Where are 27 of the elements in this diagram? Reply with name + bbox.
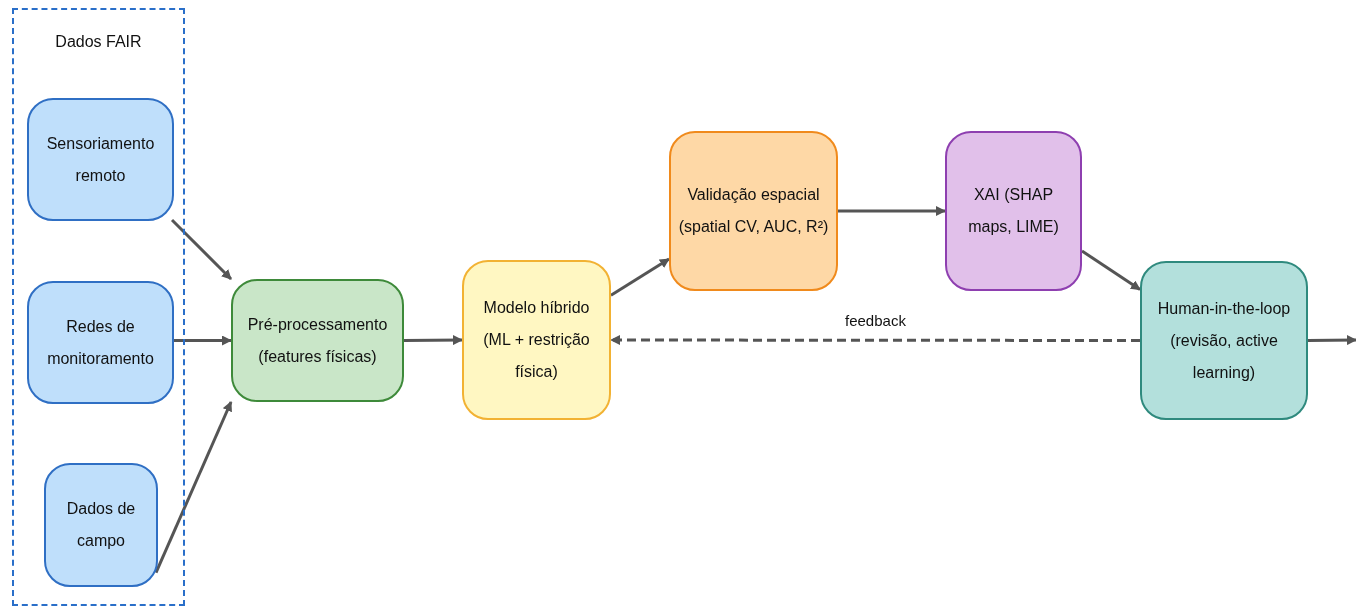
box-label: Redes de monitoramento [46,316,155,369]
arrow [404,335,463,346]
process-box [945,131,1082,291]
process-box [44,463,158,587]
group-title: Dados FAIR [54,32,143,52]
arrow [1081,249,1141,291]
group-frame [12,8,185,606]
arrow [838,206,946,216]
box-label: Sensoriamento remoto [45,133,156,186]
box-label: Validação espacial (spatial CV, AUC, R²) [677,185,830,237]
process-box [462,260,611,420]
box-label: Pré-processamento (features físicas) [246,314,389,367]
arrow [172,335,232,346]
box-label: Modelo híbrido (ML + restrição física) [482,298,591,382]
arrow [610,257,670,297]
process-box [1140,261,1308,420]
process-box [669,131,838,291]
process-box [27,98,174,221]
arrow [1308,335,1356,346]
box-label: Dados de campo [65,499,137,551]
arrow [154,401,233,574]
arrow [170,218,233,281]
box-label: XAI (SHAP maps, LIME) [967,185,1060,237]
process-box [231,279,404,402]
box-label: Human-in-the-loop (revisão, active learning) [1156,298,1292,383]
dashed-arrow [610,335,1140,345]
process-box [27,281,174,404]
